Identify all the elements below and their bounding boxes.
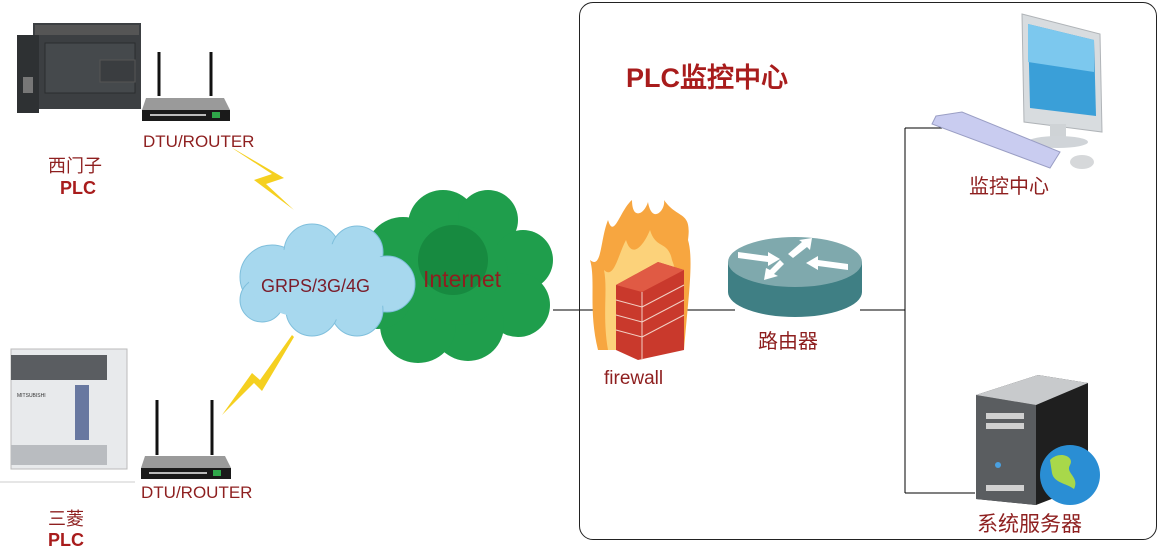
wireless-network-cloud-icon — [239, 223, 416, 337]
mitsubishi-plc-icon: MITSUBISHI — [10, 348, 128, 470]
system-server-label: 系统服务器 — [977, 513, 1082, 536]
monitoring-computer-icon — [931, 13, 1103, 169]
router-icon — [728, 237, 862, 317]
plc-bottom-brand: 三菱 — [48, 509, 84, 529]
firewall-label: firewall — [604, 368, 664, 389]
dtu-router-bottom-label: DTU/ROUTER — [141, 483, 253, 502]
wireless-lightning-bottom-icon — [222, 335, 294, 415]
panel-title: PLC监控中心 — [626, 63, 788, 93]
plc-top-type: PLC — [60, 178, 96, 198]
siemens-plc-icon — [17, 23, 141, 113]
dtu-router-top-label: DTU/ROUTER — [143, 132, 255, 151]
router-label: 路由器 — [758, 331, 818, 353]
internet-label: Internet — [423, 266, 501, 292]
server-icon — [976, 375, 1100, 505]
firewall-icon — [590, 200, 691, 360]
wireless-network-label: GRPS/3G/4G — [261, 276, 371, 296]
dtu-router-bottom-icon — [141, 400, 231, 479]
svg-text:MITSUBISHI: MITSUBISHI — [17, 393, 46, 399]
plc-top-brand: 西门子 — [48, 156, 102, 176]
monitoring-center-panel — [579, 2, 1157, 540]
monitoring-center-label: 监控中心 — [969, 176, 1049, 198]
wireless-lightning-top-icon — [232, 148, 294, 210]
dtu-router-top-icon — [142, 52, 230, 121]
plc-bottom-type: PLC — [48, 530, 84, 550]
